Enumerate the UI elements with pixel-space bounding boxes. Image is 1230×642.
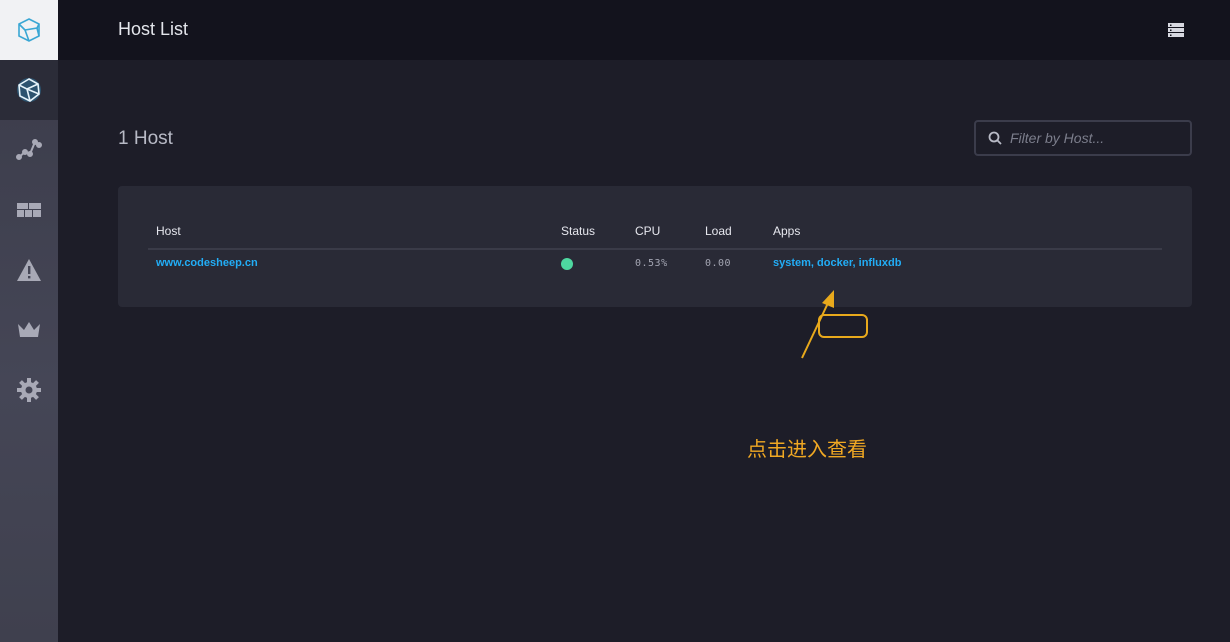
host-table: Host Status CPU Load Apps www.codesheep.… bbox=[148, 224, 1162, 273]
logo[interactable] bbox=[0, 0, 58, 60]
column-header-status[interactable]: Status bbox=[553, 224, 627, 250]
sidebar-item-admin[interactable] bbox=[0, 300, 58, 360]
server-list-icon[interactable] bbox=[1168, 22, 1184, 38]
sidebar-item-configuration[interactable] bbox=[0, 360, 58, 420]
sidebar bbox=[0, 0, 58, 642]
column-header-cpu[interactable]: CPU bbox=[627, 224, 697, 250]
sidebar-item-alerts[interactable] bbox=[0, 240, 58, 300]
logo-icon bbox=[18, 18, 40, 42]
app-link-influxdb[interactable]: influxdb bbox=[858, 257, 902, 269]
crown-icon bbox=[18, 322, 40, 337]
page-title: Host List bbox=[118, 19, 189, 39]
status-indicator bbox=[561, 258, 573, 270]
hosts-icon bbox=[17, 78, 41, 102]
annotation-highlight-box bbox=[818, 314, 868, 338]
graph-icon bbox=[16, 139, 42, 160]
sidebar-item-data-explorer[interactable] bbox=[0, 120, 58, 180]
dashboard-icon bbox=[17, 203, 41, 217]
filter-box[interactable] bbox=[974, 120, 1192, 156]
host-link[interactable]: www.codesheep.cn bbox=[156, 257, 258, 269]
column-header-apps: Apps bbox=[765, 224, 1162, 250]
sidebar-item-hosts[interactable] bbox=[0, 60, 58, 120]
search-icon bbox=[988, 131, 1002, 145]
app-link-system[interactable]: system bbox=[773, 257, 811, 269]
table-row: www.codesheep.cn 0.53% 0.00 system, dock… bbox=[156, 257, 902, 270]
load-value: 0.00 bbox=[705, 258, 732, 269]
app-link-docker[interactable]: docker bbox=[817, 257, 853, 269]
annotation-text: 点击进入查看 bbox=[747, 437, 867, 461]
filter-input[interactable] bbox=[1010, 130, 1180, 146]
gear-icon bbox=[17, 378, 41, 402]
column-header-load[interactable]: Load bbox=[697, 224, 765, 250]
column-header-host[interactable]: Host bbox=[148, 224, 553, 250]
host-table-panel: Host Status CPU Load Apps www.codesheep.… bbox=[118, 186, 1192, 307]
main-content: 1 Host Host Status CPU Load Apps www.cod… bbox=[58, 60, 1230, 642]
header: Host List bbox=[58, 0, 1230, 60]
sidebar-item-dashboards[interactable] bbox=[0, 180, 58, 240]
cpu-value: 0.53% bbox=[635, 258, 668, 269]
host-count: 1 Host bbox=[118, 128, 173, 149]
alert-icon bbox=[17, 259, 41, 281]
